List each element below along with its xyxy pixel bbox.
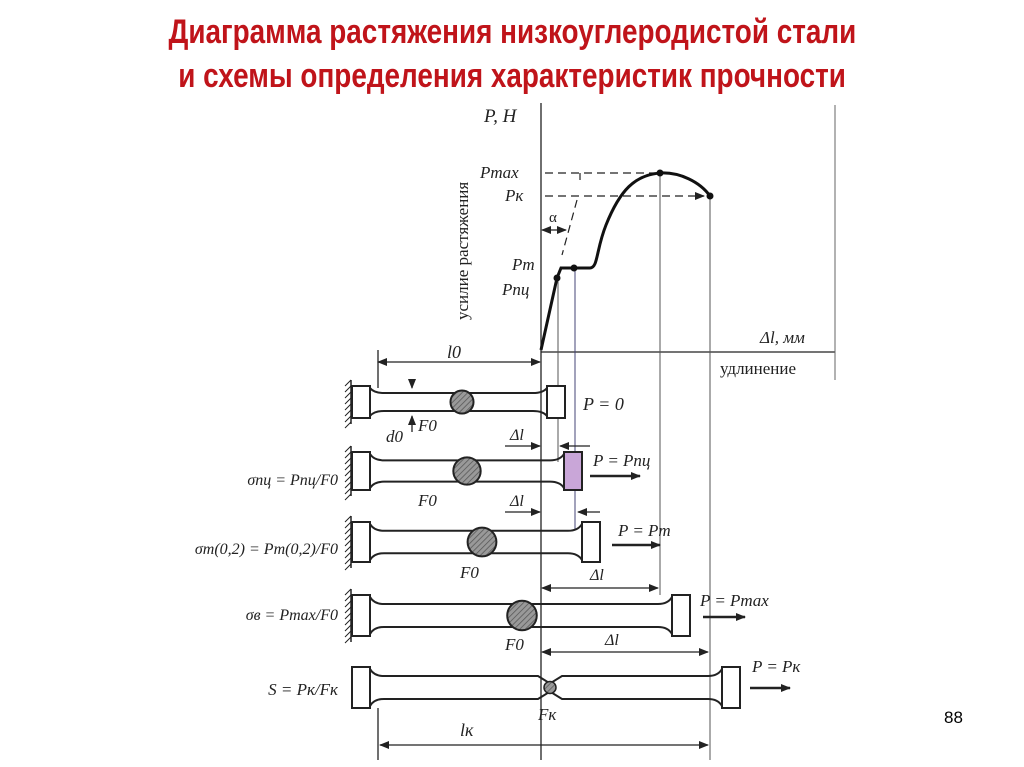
- specimen-right-grip: [581, 521, 601, 563]
- wall-hatch: [344, 403, 352, 411]
- wall-hatch: [344, 527, 352, 535]
- wall-hatch: [344, 521, 352, 529]
- wall-hatch: [344, 630, 352, 638]
- wall-hatch: [344, 409, 352, 417]
- force-label-3: P = Pт: [617, 521, 671, 540]
- specimen-left-grip: [351, 521, 371, 563]
- force-label-1: P = 0: [582, 394, 624, 414]
- delta-label-2: Δl: [509, 493, 524, 510]
- cross-section-circle: [449, 389, 475, 415]
- l0-label: l0: [447, 342, 461, 362]
- delta-label-4: Δl: [604, 632, 619, 649]
- slide-title-line-2: и схемы определения характеристик прочно…: [0, 54, 1024, 98]
- pmax-label: Pmax: [479, 163, 519, 182]
- wall-hatch: [344, 475, 352, 483]
- formula-1: σпц = Pпц/F0: [247, 472, 338, 489]
- wall-hatch: [344, 551, 352, 559]
- wall-hatch: [344, 533, 352, 541]
- wall-hatch: [344, 588, 352, 596]
- neck-cross-section: [543, 680, 557, 695]
- formula-2: σт(0,2) = Pт(0,2)/F0: [195, 541, 338, 558]
- area-label-1: F0: [417, 416, 437, 435]
- pk-label: Pк: [504, 186, 524, 205]
- wall-hatch: [344, 463, 352, 471]
- wall-hatch: [344, 624, 352, 632]
- wall-hatch: [344, 557, 352, 565]
- wall-hatch: [344, 397, 352, 405]
- force-label-4: P = Pmax: [699, 591, 769, 610]
- wall-hatch: [344, 487, 352, 495]
- lk-label: lк: [460, 720, 474, 740]
- specimen-right-grip: [721, 666, 741, 709]
- specimen-body-top: [369, 668, 723, 685]
- wall-hatch: [344, 594, 352, 602]
- area-label-4: F0: [504, 635, 524, 654]
- wall-hatch: [344, 600, 352, 608]
- title-text-1: Диаграмма растяжения низкоуглеродистой с…: [168, 13, 856, 51]
- y-axis-caption: усилие растяжения: [453, 182, 472, 320]
- wall-hatch: [344, 539, 352, 547]
- specimen-left-grip: [351, 594, 371, 637]
- dimension-arrows: [377, 350, 709, 760]
- stress-strain-curve: [539, 171, 712, 351]
- x-axis-caption: удлинение: [720, 359, 796, 378]
- wall-hatch: [344, 612, 352, 620]
- wall-hatch: [344, 636, 352, 644]
- wall-hatch: [344, 481, 352, 489]
- force-label-5: P = Pк: [751, 657, 801, 676]
- x-axis-label: Δl, мм: [759, 328, 805, 347]
- specimen-right-grip: [671, 594, 691, 637]
- cross-section-circle: [506, 599, 538, 632]
- wall-hatch: [344, 451, 352, 459]
- specimen-left-grip: [351, 451, 371, 491]
- area-label-5: Fк: [537, 705, 557, 724]
- ppc-label: Pпц: [501, 280, 529, 299]
- wall-hatch: [344, 391, 352, 399]
- cross-section-circle: [466, 526, 498, 558]
- pt-label: Pт: [511, 255, 535, 274]
- area-label-3: F0: [459, 563, 479, 582]
- formula-3: σв = Pmax/F0: [246, 607, 338, 624]
- wall-hatch: [344, 618, 352, 626]
- wall-hatch: [344, 493, 352, 501]
- wall-hatch: [344, 415, 352, 423]
- delta-label-1: Δl: [509, 427, 524, 444]
- specimen-left-grip: [351, 385, 371, 419]
- wall-hatch: [344, 385, 352, 393]
- wall-hatch: [344, 563, 352, 571]
- wall-hatch: [344, 379, 352, 387]
- cross-section-circle: [452, 456, 482, 486]
- wall-hatch: [344, 445, 352, 453]
- alpha-label: α: [549, 210, 557, 226]
- wall-hatch: [344, 469, 352, 477]
- delta-label-3: Δl: [589, 567, 604, 584]
- wall-hatch: [344, 457, 352, 465]
- formula-4: S = Pк/Fк: [268, 680, 339, 699]
- specimen-right-grip: [546, 385, 566, 419]
- wall-hatch: [344, 421, 352, 429]
- area-label-2: F0: [417, 491, 437, 510]
- d0-label: d0: [386, 427, 404, 446]
- force-label-2: P = Pпц: [592, 451, 650, 470]
- y-axis-label: P, Н: [483, 106, 518, 127]
- wall-hatch: [344, 606, 352, 614]
- wall-hatch: [344, 515, 352, 523]
- dashed-levels: [545, 172, 705, 256]
- specimens: [344, 379, 791, 709]
- wall-hatch: [344, 545, 352, 553]
- specimen-left-grip: [351, 666, 371, 709]
- specimen-body-bottom: [369, 690, 723, 707]
- specimen-right-grip: [563, 451, 583, 491]
- slide-title-line-1: Диаграмма растяжения низкоуглеродистой с…: [0, 10, 1024, 54]
- page-number: 88: [944, 708, 963, 727]
- curve-points: [553, 169, 714, 282]
- title-text-2: и схемы определения характеристик прочно…: [178, 57, 846, 95]
